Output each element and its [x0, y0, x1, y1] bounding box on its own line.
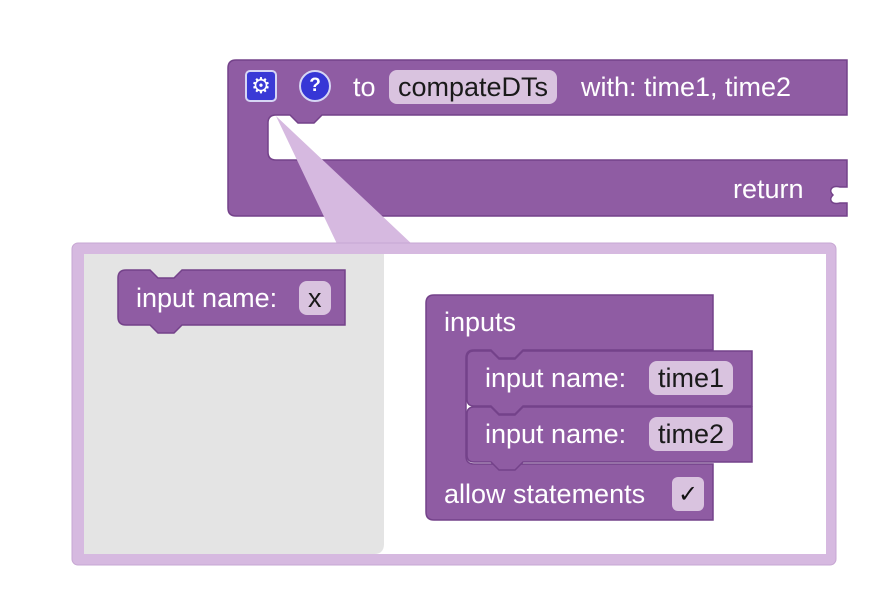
flyout-input-label: input name:: [136, 283, 278, 313]
allow-statements-checkbox[interactable]: ✓: [672, 477, 704, 511]
inputs-container-shape: [425, 294, 714, 521]
procedure-name-field[interactable]: compateDTs: [389, 70, 558, 104]
input-item-value[interactable]: time1: [649, 361, 734, 395]
procedure-block-shape: [227, 59, 848, 217]
bubble-tail: [276, 116, 414, 246]
flyout-input-value[interactable]: x: [299, 281, 331, 315]
input-item-value[interactable]: time2: [649, 417, 734, 451]
with-params-label: with: time1, time2: [581, 72, 792, 102]
to-label: to: [353, 72, 376, 102]
flyout-input-block-shape: [117, 269, 346, 334]
help-glyph: ?: [309, 75, 321, 96]
return-label: return: [733, 174, 804, 204]
input-item-label: input name:: [485, 419, 627, 449]
gear-icon[interactable]: ⚙: [245, 70, 277, 102]
inputs-title: inputs: [444, 307, 517, 337]
input-item-label: input name:: [485, 363, 627, 393]
help-icon[interactable]: ?: [299, 70, 331, 102]
allow-statements-label: allow statements: [444, 479, 646, 509]
